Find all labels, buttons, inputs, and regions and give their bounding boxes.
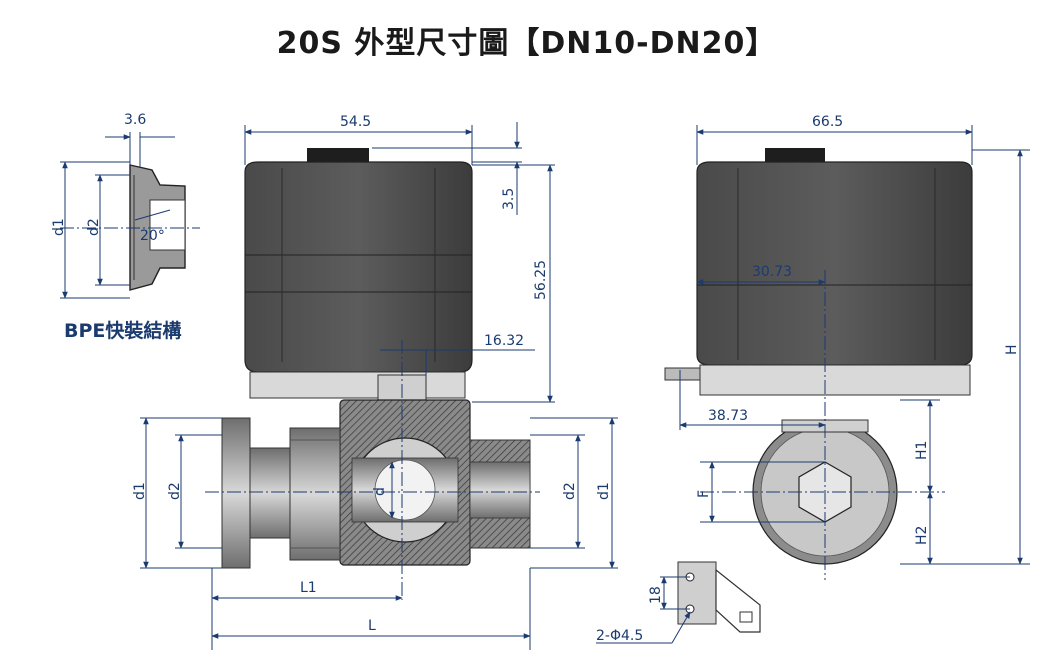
d-center-label: d bbox=[372, 487, 388, 496]
dim-18-label: 18 bbox=[648, 586, 664, 604]
dim-3-5-label: 3.5 bbox=[501, 188, 517, 210]
dim-3-6-label: 3.6 bbox=[124, 112, 146, 128]
holes-label: 2-Φ4.5 bbox=[596, 628, 643, 644]
H-label: H bbox=[1004, 344, 1020, 355]
L1-label: L1 bbox=[300, 580, 317, 596]
d1-right-label: d1 bbox=[596, 482, 612, 500]
front-view: 54.5 3.5 56.25 16.32 d1 d2 d d2 bbox=[132, 114, 618, 650]
dim-30-73-label: 30.73 bbox=[752, 264, 792, 280]
d2-detail-label: d2 bbox=[86, 218, 102, 236]
dim-16-32-label: 16.32 bbox=[484, 333, 524, 349]
H2-label: H2 bbox=[914, 526, 930, 545]
dim-66-5-label: 66.5 bbox=[812, 114, 843, 130]
d2-right-label: d2 bbox=[562, 482, 578, 500]
dim-54-5-label: 54.5 bbox=[340, 114, 371, 130]
d1-detail-label: d1 bbox=[51, 218, 67, 236]
F-label: F bbox=[696, 490, 712, 498]
angle-20-label: 20° bbox=[140, 228, 165, 244]
dim-56-25-label: 56.25 bbox=[533, 260, 549, 300]
side-view: 66.5 30.73 38.73 H H1 H2 F 18 bbox=[596, 114, 1030, 644]
bpe-detail: d1 d2 3.6 20° bbox=[51, 112, 200, 299]
H1-label: H1 bbox=[914, 441, 930, 460]
bpe-structure-label: BPE快裝結構 bbox=[64, 320, 182, 342]
d2-left-label: d2 bbox=[167, 482, 183, 500]
d1-left-label: d1 bbox=[132, 482, 148, 500]
page-title: 20S 外型尺寸圖【DN10-DN20】 bbox=[276, 26, 777, 61]
dim-38-73-label: 38.73 bbox=[708, 408, 748, 424]
L-label: L bbox=[368, 618, 376, 634]
